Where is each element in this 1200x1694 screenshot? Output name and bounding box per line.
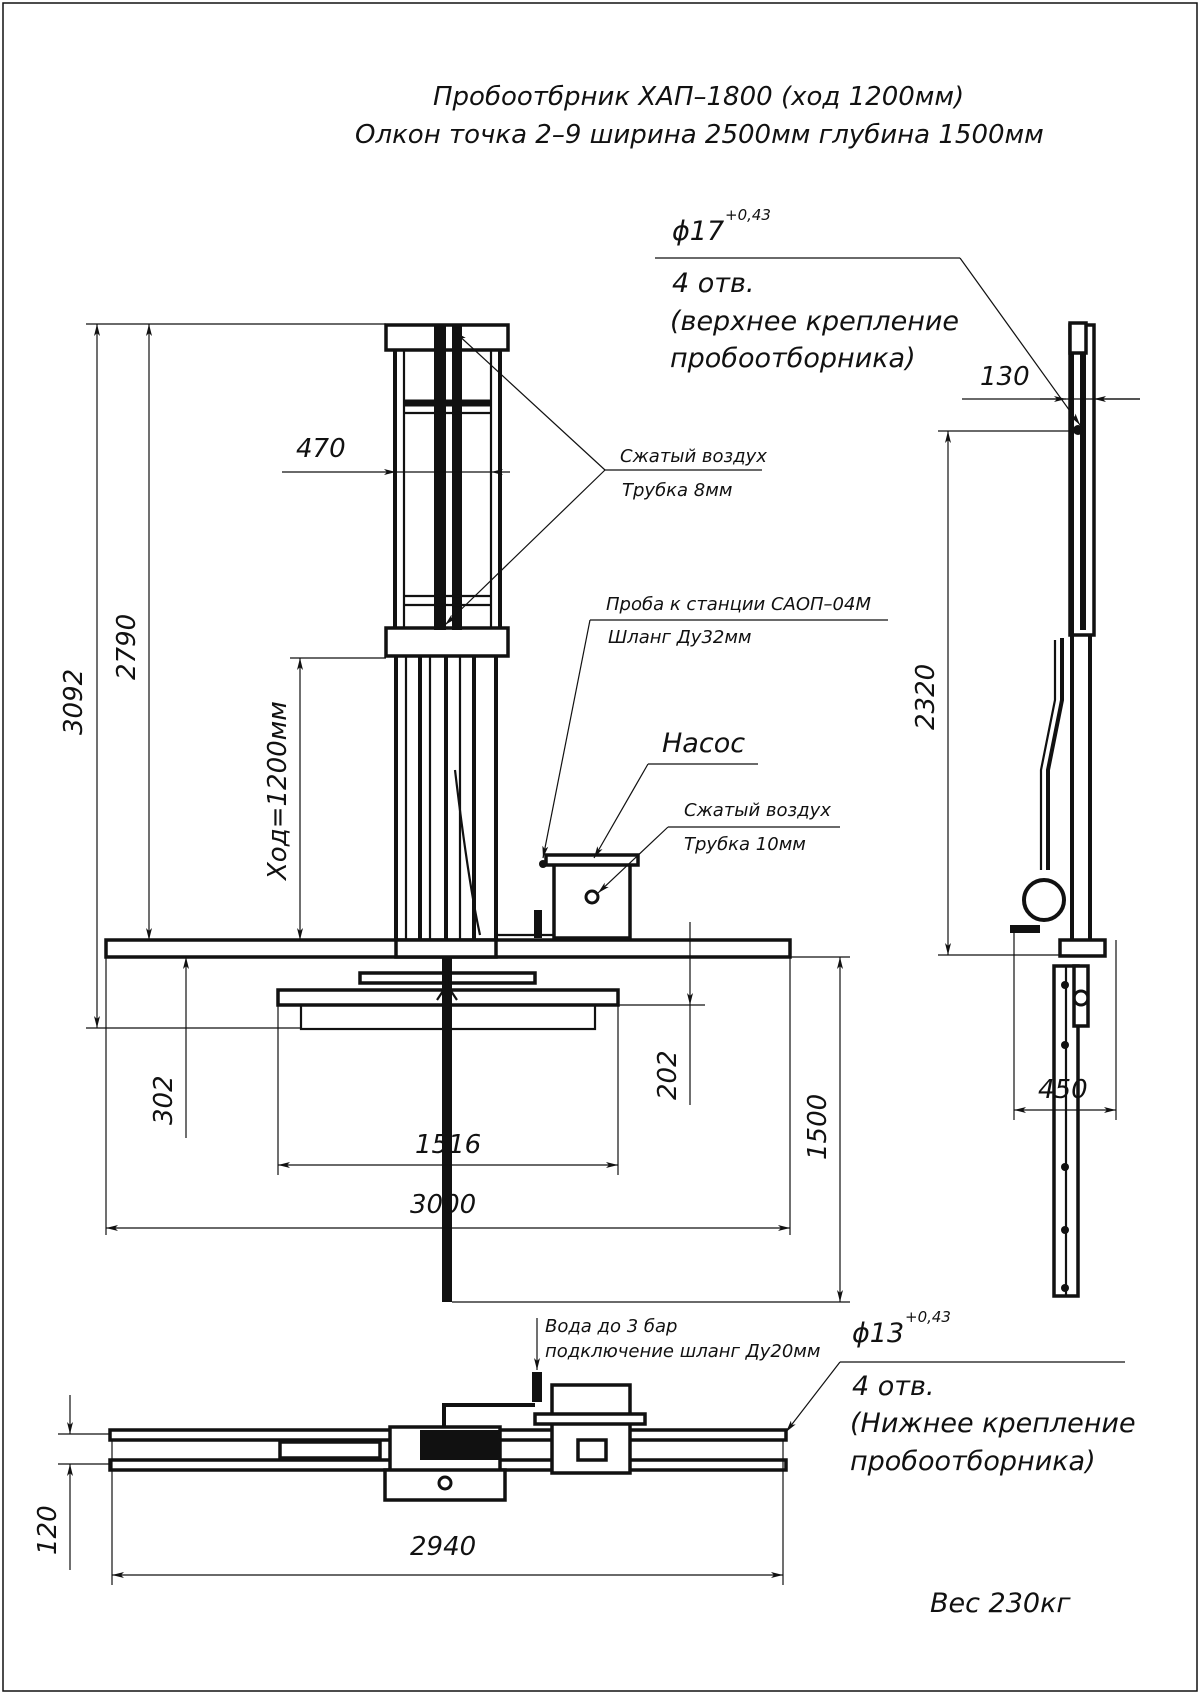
callout-air-8-line1: Сжатый воздух: [620, 446, 767, 467]
bottom-mount-note: ϕ13 +0,43 4 отв. (Нижнее крепление пробо…: [785, 1308, 1136, 1477]
bottom-mount-count: 4 отв.: [852, 1371, 935, 1402]
bottom-mount-diameter: ϕ13: [852, 1318, 904, 1349]
dim-height-to-frame: 2790: [112, 614, 142, 680]
callout-air-10-line2: Трубка 10мм: [684, 834, 806, 855]
side-view: [1010, 321, 1107, 1298]
callout-sample-line1: Проба к станции САОП–04М: [606, 594, 871, 615]
dim-column-width: 470: [296, 434, 346, 464]
top-mount-line2: пробоотборника): [670, 343, 916, 374]
callout-air-8-line2: Трубка 8мм: [622, 480, 732, 501]
dim-mount-offset: 130: [980, 362, 1030, 392]
top-mount-line1: (верхнее крепление: [670, 306, 959, 337]
callout-water-line2: подключение шланг Ду20мм: [545, 1341, 820, 1362]
front-view-callouts: Сжатый воздух Трубка 8мм Проба к станции…: [444, 331, 888, 894]
callout-air-10-line1: Сжатый воздух: [684, 800, 831, 821]
plan-view: [108, 1372, 788, 1502]
dim-depth: 1500: [803, 1094, 833, 1160]
plan-view-dimensions: 120 2940: [33, 1395, 784, 1585]
dim-rail-spacing: 120: [33, 1505, 63, 1555]
top-mount-count: 4 отв.: [672, 268, 755, 299]
dim-stroke: Ход=1200мм: [263, 701, 293, 882]
dim-below-frame: 302: [149, 1075, 179, 1125]
side-view-dimensions: 130 2320 450: [911, 362, 1140, 1120]
callout-water-line1: Вода до 3 бар: [545, 1316, 677, 1337]
dim-tray-depth: 202: [653, 1050, 683, 1100]
bottom-mount-line1: (Нижнее крепление: [850, 1408, 1136, 1439]
top-mount-note: ϕ17 +0,43 4 отв. (верхнее крепление проб…: [655, 206, 1081, 426]
front-view-dimensions: 3092 2790 470 Ход=1200мм 302 202 1516 30…: [59, 323, 850, 1303]
top-mount-tolerance: +0,43: [725, 206, 771, 224]
callout-pump: Насос: [662, 728, 745, 759]
callout-sample-line2: Шланг Ду32мм: [608, 627, 752, 648]
front-view: [104, 323, 792, 1302]
water-callout: Вода до 3 бар подключение шланг Ду20мм: [534, 1316, 820, 1370]
bottom-mount-tolerance: +0,43: [905, 1308, 951, 1326]
drawing-title-line2: Олкон точка 2–9 ширина 2500мм глубина 15…: [355, 120, 1044, 150]
dim-tray-width: 1516: [415, 1130, 481, 1160]
bottom-mount-line2: пробоотборника): [850, 1446, 1096, 1477]
dim-frame-width: 3000: [410, 1190, 476, 1220]
dim-overall-height: 3092: [59, 669, 89, 735]
dim-plan-length: 2940: [410, 1532, 476, 1562]
top-mount-diameter: ϕ17: [672, 216, 724, 247]
drawing-title-line1: Пробоотбрник ХАП–1800 (ход 1200мм): [433, 82, 964, 112]
dim-side-height: 2320: [911, 664, 941, 730]
dim-side-width: 450: [1038, 1075, 1088, 1105]
weight-note: Вес 230кг: [930, 1588, 1071, 1619]
